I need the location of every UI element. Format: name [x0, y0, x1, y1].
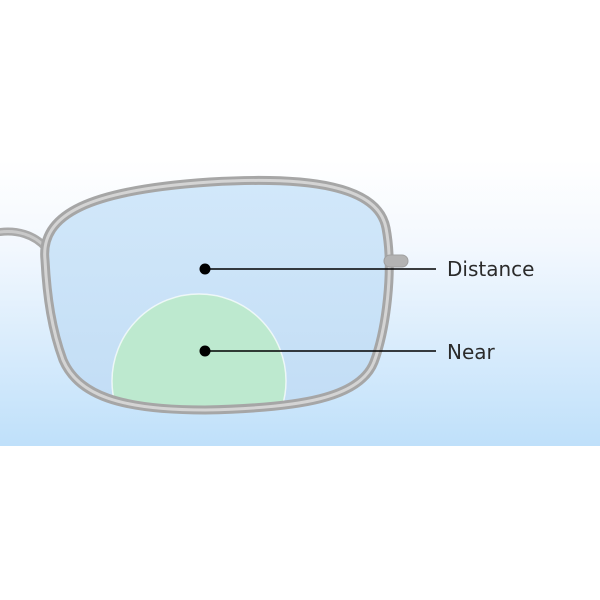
distance-label: Distance: [447, 257, 535, 281]
near-label: Near: [447, 340, 495, 364]
near-point: [199, 345, 211, 357]
frame-hinge: [383, 254, 409, 268]
near-zone: [112, 294, 286, 410]
distance-point: [199, 263, 211, 275]
